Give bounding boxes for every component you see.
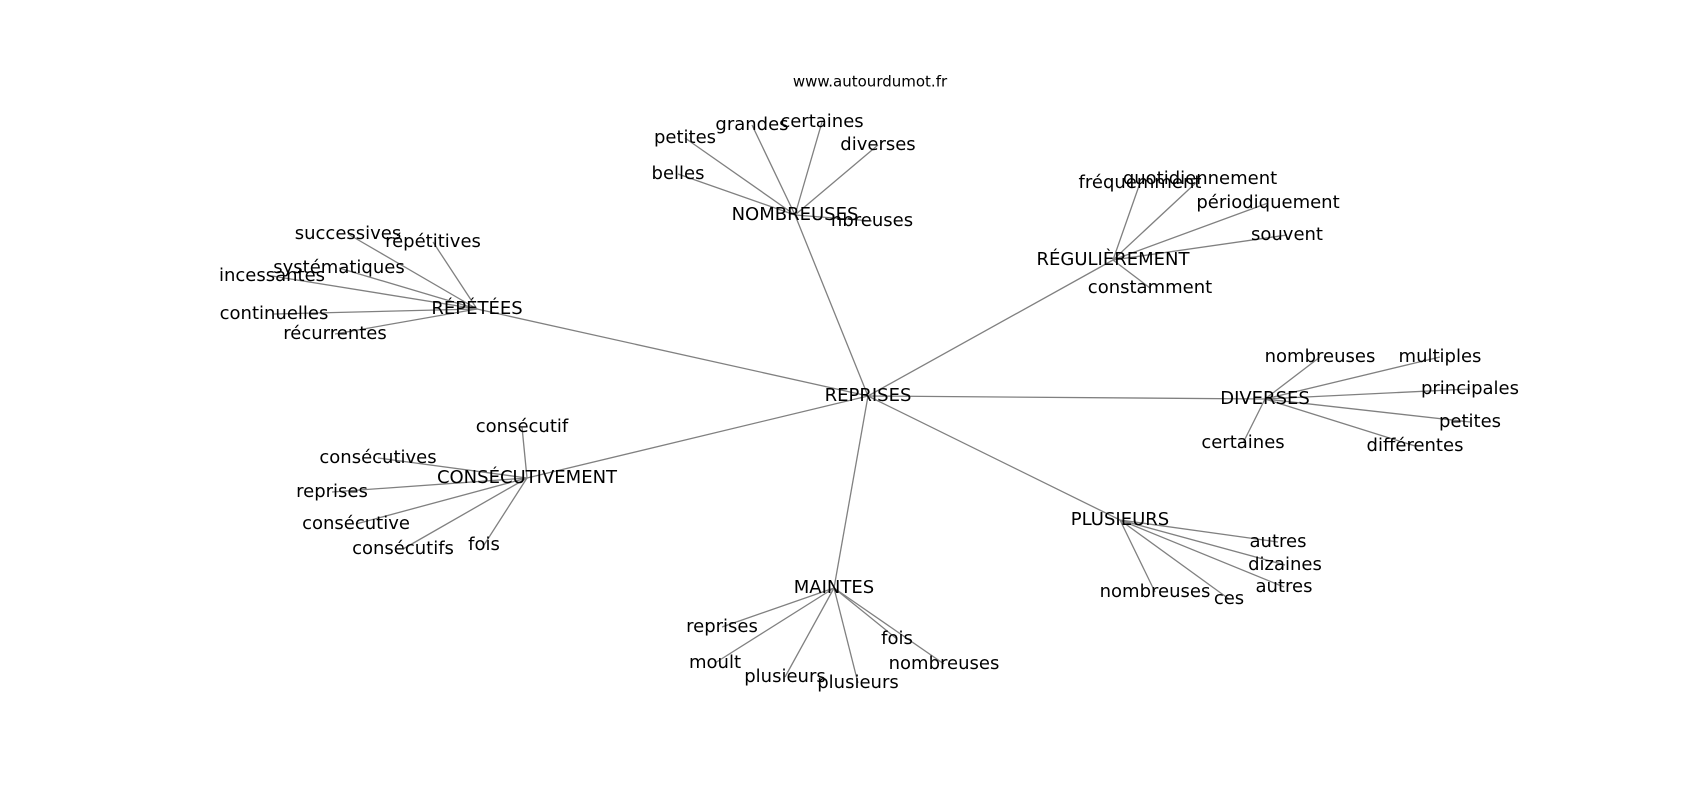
leaf-node-label: quotidiennement bbox=[1123, 168, 1277, 189]
edge-hub-to-leaf bbox=[684, 137, 796, 216]
edge-hub-to-leaf bbox=[721, 587, 835, 628]
edge-center-to-hub bbox=[867, 395, 1121, 521]
edge-hub-to-leaf bbox=[1119, 519, 1286, 566]
leaf-node-label: nombreuses bbox=[1100, 581, 1211, 602]
edge-hub-to-leaf bbox=[1112, 202, 1269, 261]
edge-hub-to-leaf bbox=[794, 121, 823, 216]
leaf-node-label: autres bbox=[1250, 531, 1307, 552]
edge-hub-to-leaf bbox=[1112, 178, 1201, 261]
leaf-node-label: multiples bbox=[1399, 346, 1482, 367]
edge-hub-to-leaf bbox=[1119, 519, 1279, 543]
edge-center-to-hub bbox=[867, 259, 1114, 397]
edge-hub-to-leaf bbox=[338, 267, 478, 310]
edge-hub-to-leaf bbox=[833, 587, 898, 640]
leaf-node-label: nbreuses bbox=[831, 210, 913, 231]
edge-hub-to-leaf bbox=[1264, 398, 1416, 447]
site-url-label: www.autourdumot.fr bbox=[793, 73, 948, 91]
edge-hub-to-leaf bbox=[1264, 356, 1321, 400]
leaf-node-label: moult bbox=[689, 652, 741, 673]
edge-hub-to-leaf bbox=[1112, 259, 1151, 289]
leaf-node-label: systématiques bbox=[273, 257, 404, 278]
hub-node-label: NOMBREUSES bbox=[732, 204, 859, 225]
leaf-node-label: fois bbox=[468, 534, 500, 555]
leaf-node-label: fréquemment bbox=[1079, 172, 1202, 193]
edge-hub-to-leaf bbox=[521, 426, 528, 479]
edge-hub-to-leaf bbox=[355, 477, 528, 525]
leaf-node-label: petites bbox=[654, 127, 716, 148]
leaf-node-label: plusieurs bbox=[744, 666, 825, 687]
edge-hub-to-leaf bbox=[677, 173, 796, 216]
edge-hub-to-leaf bbox=[794, 144, 879, 216]
edge-center-to-hub bbox=[867, 395, 1266, 400]
edge-hub-to-leaf bbox=[1242, 398, 1266, 444]
hub-node-label: DIVERSES bbox=[1220, 388, 1310, 409]
edge-hub-to-leaf bbox=[347, 233, 478, 310]
edge-hub-to-leaf bbox=[1119, 519, 1285, 588]
leaf-node-label: dizaines bbox=[1248, 554, 1322, 575]
leaf-node-label: ces bbox=[1214, 588, 1244, 609]
leaf-node-label: périodiquement bbox=[1196, 192, 1339, 213]
leaf-node-label: différentes bbox=[1367, 435, 1464, 456]
hub-node-label: CONSÉCUTIVEMENT bbox=[437, 466, 618, 488]
leaf-node-label: autres bbox=[1256, 576, 1313, 597]
hub-node-label: RÉGULIÈREMENT bbox=[1037, 248, 1191, 270]
edge-center-to-hub bbox=[526, 395, 869, 479]
leaf-node-label: consécutif bbox=[476, 416, 569, 437]
leaf-node-label: grandes bbox=[715, 114, 788, 135]
labels-layer: www.autourdumot.fr REPRISES NOMBREUSES pet… bbox=[219, 73, 1519, 694]
leaf-node-label: consécutive bbox=[302, 513, 410, 534]
edge-hub-to-leaf bbox=[1119, 519, 1230, 600]
edge-hub-to-leaf bbox=[714, 587, 835, 664]
leaf-node-label: consécutifs bbox=[352, 538, 454, 559]
edge-hub-to-leaf bbox=[751, 124, 796, 216]
edge-center-to-hub bbox=[476, 308, 869, 397]
leaf-node-label: petites bbox=[1439, 411, 1501, 432]
edge-hub-to-leaf bbox=[377, 457, 528, 479]
edge-hub-to-leaf bbox=[833, 587, 859, 684]
center-node-label: REPRISES bbox=[825, 385, 912, 406]
edge-hub-to-leaf bbox=[1112, 234, 1288, 261]
edge-hub-to-leaf bbox=[271, 275, 478, 310]
edge-center-to-hub bbox=[833, 395, 869, 589]
leaf-node-label: nombreuses bbox=[1265, 346, 1376, 367]
edge-hub-to-leaf bbox=[331, 477, 528, 493]
edge-hub-to-leaf bbox=[794, 214, 873, 222]
edge-hub-to-leaf bbox=[1264, 356, 1441, 400]
leaf-node-label: nombreuses bbox=[889, 653, 1000, 674]
hub-node-label: RÉPÉTÉES bbox=[431, 297, 522, 319]
leaf-node-label: fois bbox=[881, 628, 913, 649]
hub-node-label: PLUSIEURS bbox=[1071, 509, 1169, 530]
edge-center-to-hub bbox=[794, 214, 869, 397]
edge-hub-to-leaf bbox=[334, 308, 478, 335]
edge-hub-to-leaf bbox=[833, 587, 945, 665]
leaf-node-label: certaines bbox=[780, 111, 863, 132]
leaf-node-label: souvent bbox=[1251, 224, 1323, 245]
leaf-node-label: plusieurs bbox=[817, 672, 898, 693]
leaf-node-label: successives bbox=[295, 223, 402, 244]
edge-hub-to-leaf bbox=[432, 241, 478, 310]
leaf-node-label: reprises bbox=[296, 481, 368, 502]
edge-hub-to-leaf bbox=[1112, 182, 1141, 261]
edge-hub-to-leaf bbox=[483, 477, 528, 546]
leaf-node-label: certaines bbox=[1201, 432, 1284, 453]
leaf-node-label: diverses bbox=[840, 134, 915, 155]
edges-layer bbox=[271, 121, 1471, 684]
leaf-node-label: incessantes bbox=[219, 265, 325, 286]
edge-hub-to-leaf bbox=[784, 587, 835, 678]
edge-hub-to-leaf bbox=[1264, 398, 1471, 423]
edge-hub-to-leaf bbox=[402, 477, 528, 550]
leaf-node-label: répétitives bbox=[385, 231, 481, 252]
leaf-node-label: reprises bbox=[686, 616, 758, 637]
leaf-node-label: belles bbox=[652, 163, 705, 184]
leaf-node-label: continuelles bbox=[220, 303, 329, 324]
leaf-node-label: consécutives bbox=[319, 447, 436, 468]
hub-node-label: MAINTES bbox=[794, 577, 874, 598]
leaf-node-label: constamment bbox=[1088, 277, 1212, 298]
edge-hub-to-leaf bbox=[1264, 388, 1471, 400]
leaf-node-label: récurrentes bbox=[283, 323, 386, 344]
leaf-node-label: principales bbox=[1421, 378, 1519, 399]
edge-hub-to-leaf bbox=[273, 308, 478, 315]
edge-hub-to-leaf bbox=[1119, 519, 1156, 593]
